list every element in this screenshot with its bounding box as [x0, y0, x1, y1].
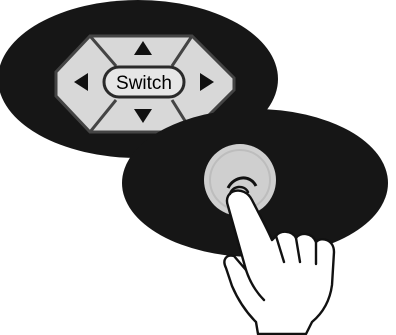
switch-label: Switch — [116, 73, 172, 94]
